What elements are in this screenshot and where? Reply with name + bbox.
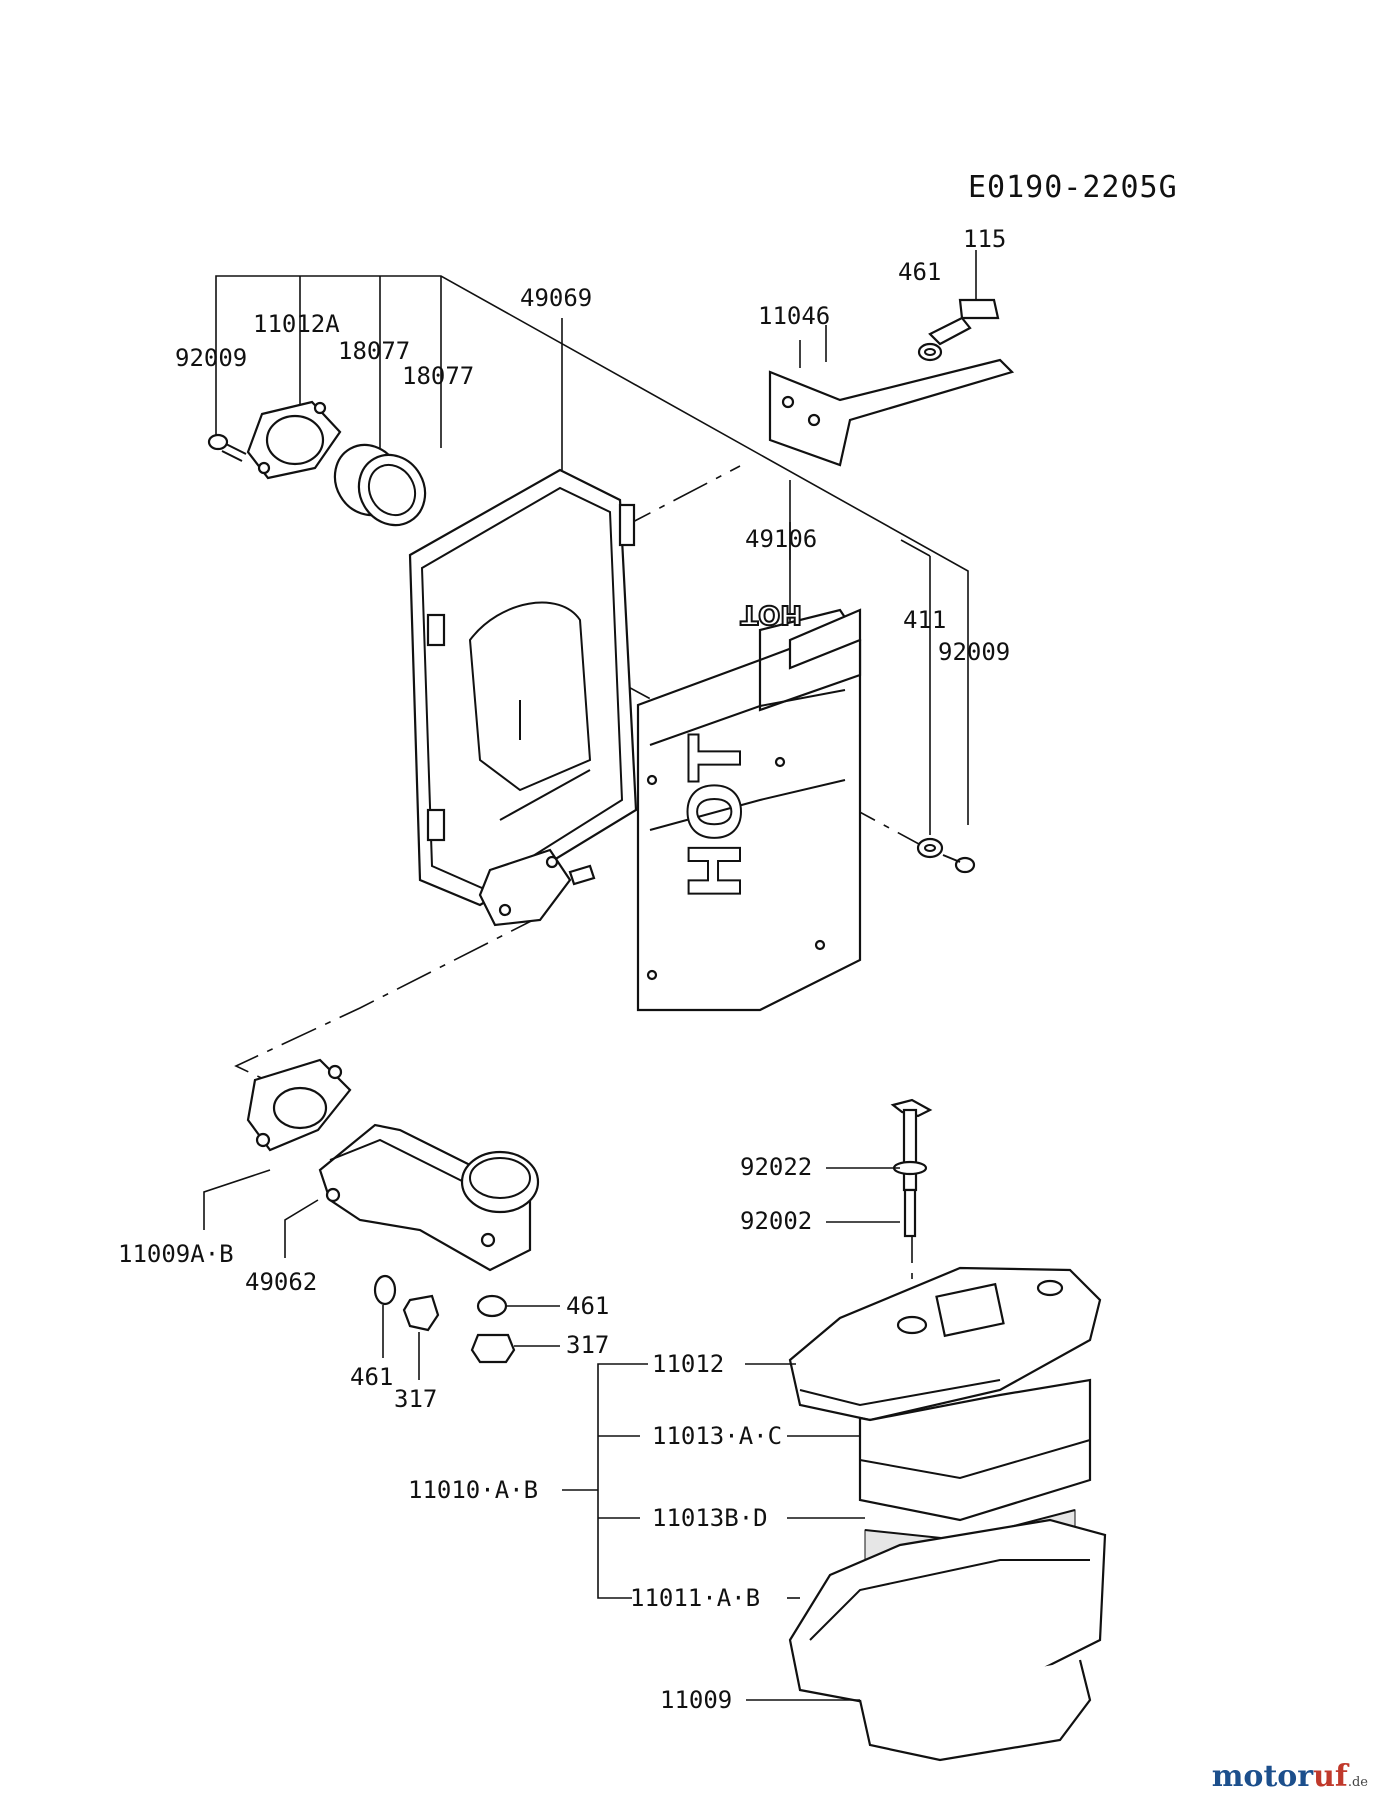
gasket-11012A [246,400,342,480]
label-11009: 11009 [660,1686,732,1714]
washer-461-top [917,342,943,362]
hot-label-small: HOT [740,599,802,629]
muffler-49069 [408,468,638,927]
pipe-49062 [318,1123,540,1272]
ring-18077 [333,443,427,527]
label-11046: 11046 [758,302,830,330]
label-11012: 11012 [652,1350,724,1378]
base-11011AB [788,1518,1107,1707]
heat-shield-49106: HOT HOT [636,598,862,1012]
label-49062: 49062 [245,1268,317,1296]
screw-92009-left [207,433,247,462]
hot-label-large: HOT [675,734,757,900]
bolt-92002 [890,1098,933,1238]
leader-group-exhaust [203,1169,560,1380]
label-11013BD: 11013B·D [652,1504,768,1532]
label-115: 115 [963,225,1006,253]
case-11009 [858,1659,1092,1762]
label-411: 411 [903,606,946,634]
nut-317-bottom [402,1294,440,1332]
label-18077-b: 18077 [402,362,474,390]
label-92009-left: 92009 [175,344,247,372]
washer-461-bottom [373,1274,397,1306]
label-11011AB: 11011·A·B [630,1584,760,1612]
diagram-code: E0190-2205G [968,170,1178,205]
label-11013AC: 11013·A·C [652,1422,782,1450]
watermark-suffix: .de [1347,1775,1368,1790]
washer-411 [916,837,944,859]
gasket-11009AB [246,1058,352,1152]
label-49069: 49069 [520,284,592,312]
leader-group-air-cleaner [562,1167,900,1701]
washer-461-right [476,1294,508,1318]
watermark-main-a: motor [1211,1759,1314,1794]
label-18077-a: 18077 [338,337,410,365]
label-461-right: 461 [566,1292,609,1320]
label-92009-right: 92009 [938,638,1010,666]
bolt-115 [928,298,1000,346]
watermark-logo: motoruf.de [1212,1759,1368,1794]
label-461-top: 461 [898,258,941,286]
cover-11012 [788,1266,1102,1422]
bracket-11046 [768,358,1015,467]
label-92002: 92002 [740,1207,812,1235]
label-317-right: 317 [566,1331,609,1359]
label-11012A: 11012A [253,310,340,338]
label-461-bottom: 461 [350,1363,393,1391]
element-11013AC [858,1378,1092,1522]
label-11010AB: 11010·A·B [408,1476,538,1504]
watermark-main-b: uf [1313,1759,1348,1794]
screw-92009-right [942,854,976,874]
label-11009AB: 11009A·B [118,1240,234,1268]
label-92022: 92022 [740,1153,812,1181]
label-49106: 49106 [745,525,817,553]
label-317-bottom: 317 [394,1385,437,1413]
nut-317-right [470,1333,516,1364]
